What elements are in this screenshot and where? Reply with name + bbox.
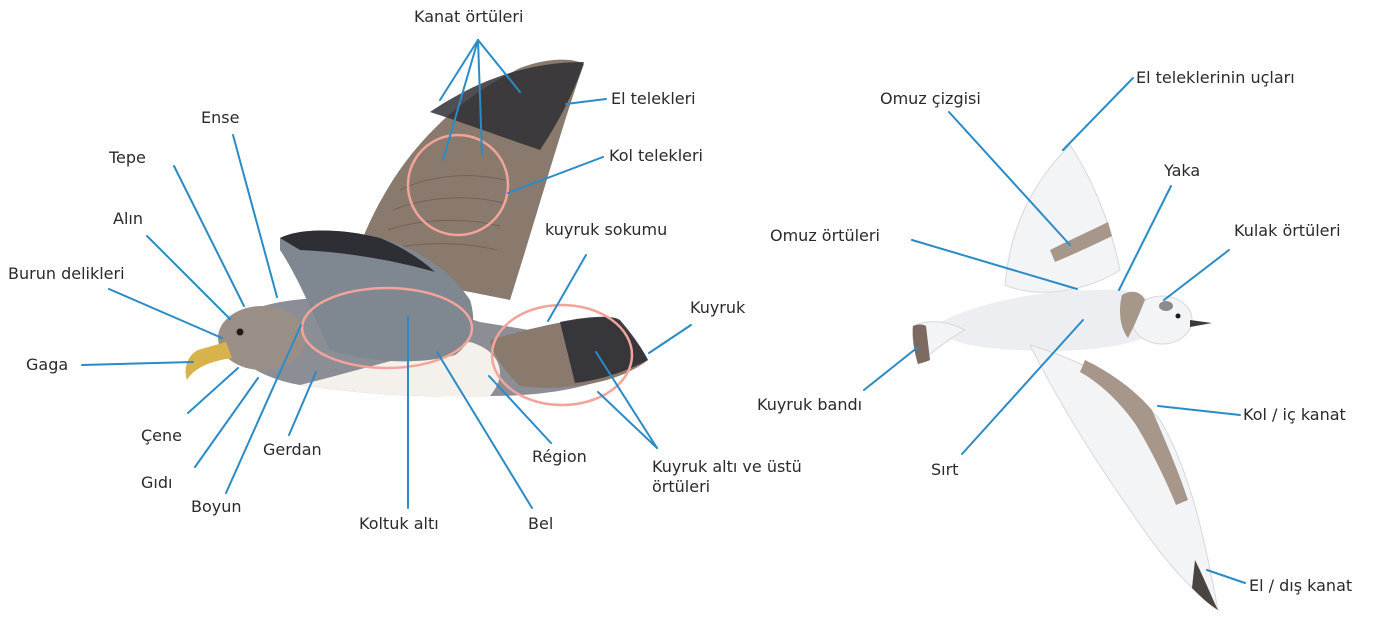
label-omuz-ortuleri: Omuz örtüleri — [770, 226, 880, 246]
leader-gaga — [82, 362, 193, 365]
label-kuyruk-bandi: Kuyruk bandı — [757, 395, 862, 415]
shearwater-eye — [237, 329, 244, 336]
gull-left-wing — [1005, 145, 1120, 292]
label-burun-delikleri: Burun delikleri — [8, 264, 125, 284]
label-gaga: Gaga — [26, 355, 68, 375]
leader-gidi — [195, 378, 258, 467]
leader-kuyruk-sokumu — [548, 255, 586, 321]
leader-el-telekleri — [566, 99, 606, 104]
leader-kuyruk — [649, 325, 691, 353]
label-gerdan: Gerdan — [263, 440, 322, 460]
leader-tepe — [174, 166, 244, 306]
label-bel: Bel — [528, 514, 553, 534]
label-omuz-cizgisi: Omuz çizgisi — [880, 89, 981, 109]
label-kuyruk: Kuyruk — [690, 298, 745, 318]
label-kulak-ortuleri: Kulak örtüleri — [1234, 221, 1341, 241]
label-boyun: Boyun — [191, 497, 242, 517]
label-kuyruk-alti-ustu-ortuleri: Kuyruk altı ve üstü örtüleri — [652, 457, 842, 497]
label-kol-telekleri: Kol telekleri — [609, 146, 703, 166]
label-tepe: Tepe — [109, 148, 146, 168]
gull-ear-spot — [1159, 301, 1173, 311]
label-koltuk-alti: Koltuk altı — [359, 514, 439, 534]
leader-burun-delikleri — [109, 289, 222, 338]
gull-illustration — [913, 145, 1218, 610]
label-el-telekleri: El telekleri — [611, 89, 696, 109]
leader-alin — [147, 236, 230, 319]
shearwater-bill — [186, 342, 232, 380]
label-el-teleklerinin-uclari: El teleklerinin uçları — [1136, 68, 1295, 88]
shearwater-head — [218, 306, 306, 370]
leader-yaka — [1119, 186, 1171, 290]
label-cene: Çene — [141, 426, 182, 446]
label-el-dis-kanat: El / dış kanat — [1249, 576, 1352, 596]
leader-kuyruk-bandi — [864, 347, 918, 390]
label-region: Région — [532, 447, 587, 467]
label-alin: Alın — [113, 209, 143, 229]
label-sirt: Sırt — [931, 460, 958, 480]
leader-el-teleklerinin-uclari — [1063, 78, 1133, 150]
label-kol-ic-kanat: Kol / iç kanat — [1243, 405, 1346, 425]
label-yaka: Yaka — [1164, 161, 1200, 181]
shearwater-tail-dark — [560, 317, 648, 383]
label-gidi: Gıdı — [141, 473, 172, 493]
leader-cene — [188, 368, 238, 413]
gull-bill — [1190, 320, 1212, 327]
leader-ense — [233, 135, 277, 297]
leader-kulak-ortuleri — [1164, 250, 1229, 300]
label-kanat-ortuleri: Kanat örtüleri — [414, 7, 523, 27]
label-kuyruk-sokumu: kuyruk sokumu — [545, 220, 667, 240]
gull-eye — [1176, 314, 1181, 319]
leader-kol-ic-kanat — [1158, 406, 1240, 415]
label-ense: Ense — [201, 108, 239, 128]
